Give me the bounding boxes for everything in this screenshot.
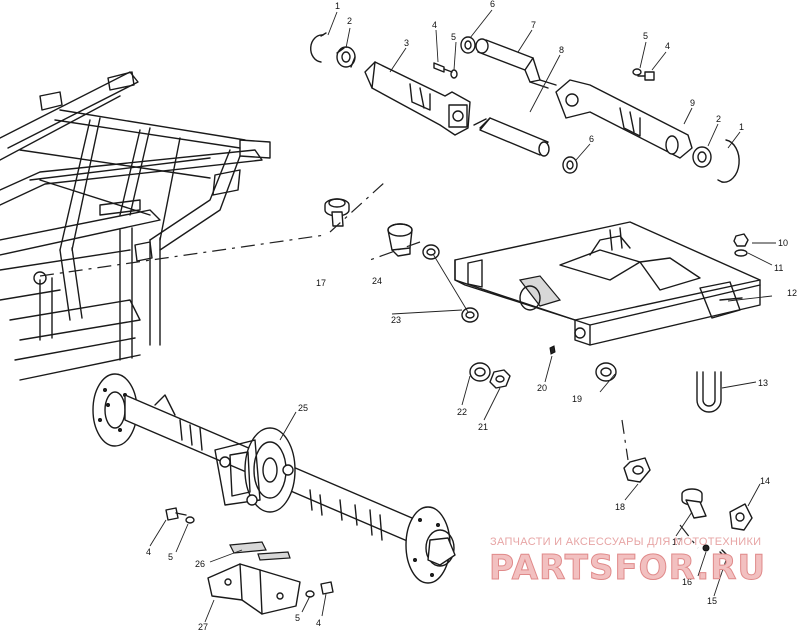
middle-parts [324,198,749,389]
callout-26: 26 [195,559,205,569]
callout-9: 9 [690,98,695,108]
callout-15: 15 [707,596,717,606]
callout-4-bottom: 4 [316,618,321,628]
callout-13: 13 [758,378,768,388]
callout-5-bottom: 5 [295,613,300,623]
callout-24: 24 [372,276,382,286]
callout-17-upper: 17 [316,278,326,288]
callout-11: 11 [774,263,783,273]
callout-8: 8 [559,45,564,55]
callout-12: 12 [787,288,797,298]
callout-2-right: 2 [716,114,721,124]
callout-20: 20 [537,383,547,393]
callout-10: 10 [778,238,788,248]
callout-5-lower-left: 5 [168,552,173,562]
axle-housing-3 [364,61,471,136]
callout-25: 25 [298,403,308,413]
callout-3: 3 [404,38,409,48]
callout-5-right-top: 5 [643,31,648,41]
callout-7: 7 [531,20,536,30]
callout-6-top: 6 [490,0,495,9]
callout-4-right-top: 4 [665,41,670,51]
callout-17-lower: 17 [672,537,682,547]
callout-5-top: 5 [451,32,456,42]
watermark-logo: PARTSFOR.RU [488,548,767,589]
lower-left-parts [165,507,334,615]
callout-23: 23 [391,315,401,325]
callout-19: 19 [572,394,582,404]
callout-18: 18 [615,502,625,512]
upper-shaft-parts [310,32,740,183]
callout-4-top: 4 [432,20,437,30]
callout-6-middle: 6 [589,134,594,144]
swing-arm-12 [454,221,761,346]
callout-labels: 1 2 3 4 5 6 7 8 5 4 9 2 1 6 10 11 12 17 … [146,0,797,631]
rear-axle-25 [92,373,456,584]
shaft-8 [479,117,549,156]
callout-21: 21 [478,422,488,432]
skid-plate-27 [207,563,301,615]
u-bolt-13 [696,371,722,413]
leader-lines [39,9,776,623]
callout-22: 22 [457,407,467,417]
callout-4-lower-left: 4 [146,547,151,557]
callout-2-top-left: 2 [347,16,352,26]
callout-16: 16 [682,577,692,587]
vehicle-frame [0,71,271,381]
watermark-tagline: ЗАПЧАСТИ И АКСЕССУАРЫ ДЛЯ МОТОТЕХНИКИ [490,536,762,548]
circlip-1 [310,34,324,63]
callout-1-right: 1 [739,122,744,132]
callout-14: 14 [760,476,770,486]
callout-27: 27 [198,622,208,631]
callout-1-top-left: 1 [335,1,340,11]
lower-right-parts [623,457,753,561]
axle-housing-right [555,79,693,159]
